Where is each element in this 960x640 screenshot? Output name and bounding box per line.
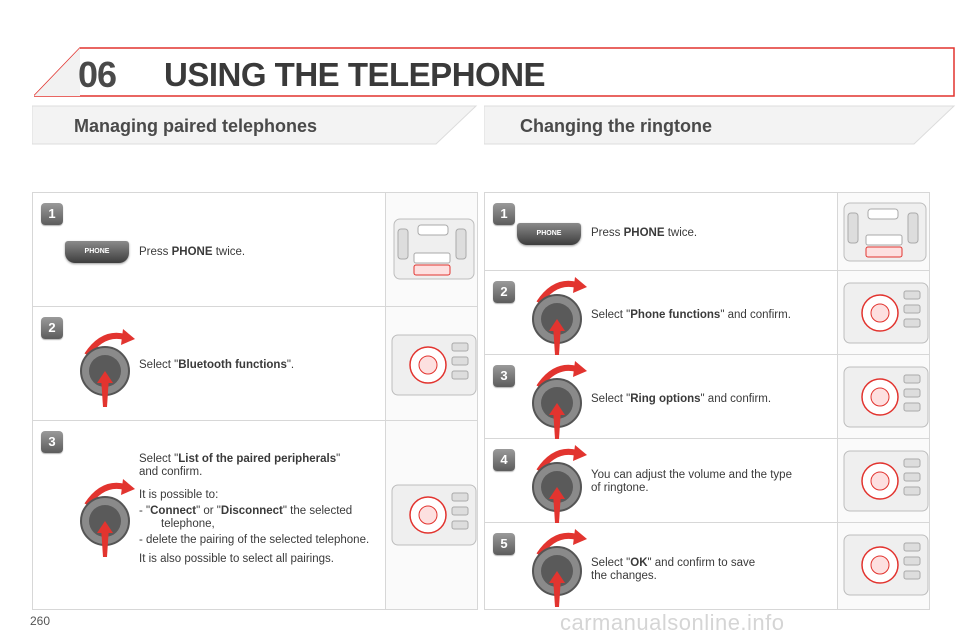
- rotary-knob-icon: [532, 445, 587, 523]
- step-instruction: Select "Phone functions" and confirm.: [591, 309, 791, 321]
- panel-thumbnail-knob: [837, 523, 929, 609]
- section-title-managing: Managing paired telephones: [74, 116, 318, 136]
- left-step-2: 2 Select "Bluetooth functions".: [33, 307, 477, 421]
- chapter-header: 06 USING THE TELEPHONE: [34, 46, 956, 102]
- chapter-header-frame: [34, 47, 955, 97]
- step-instruction: Select "OK" and confirm to save the chan…: [591, 557, 756, 582]
- step-number: 2: [41, 317, 63, 339]
- rotary-knob-icon: [532, 529, 587, 607]
- page-number: 260: [30, 614, 51, 628]
- step-number: 3: [41, 431, 63, 453]
- section-header-frame: [32, 105, 478, 145]
- chapter-number: 06: [78, 54, 117, 95]
- section-header-left: Managing paired telephones: [32, 104, 478, 146]
- panel-thumbnail-knob: [837, 439, 929, 522]
- phone-button-icon: PHONE: [65, 241, 129, 263]
- right-steps-panel: 1 PHONE Press PHONE twice. 2: [484, 192, 930, 610]
- step-instruction: You can adjust the volume and the type o…: [591, 469, 792, 494]
- step-number: 3: [493, 365, 515, 387]
- right-step-4: 4 You can adjust the volume and the type…: [485, 439, 929, 523]
- step-instruction: Press PHONE twice.: [139, 246, 246, 258]
- step-instruction: Select "Ring options" and confirm.: [591, 393, 772, 405]
- panel-thumbnail-knob: [837, 271, 929, 354]
- panel-thumbnail-knob: [385, 307, 477, 420]
- section-header-right: Changing the ringtone: [484, 104, 956, 146]
- left-step-1: 1 PHONE Press PHONE twice.: [33, 193, 477, 307]
- step-instruction: Select "List of the paired peripherals" …: [139, 453, 370, 565]
- panel-thumbnail-knob: [385, 421, 477, 609]
- right-step-1: 1 PHONE Press PHONE twice.: [485, 193, 929, 271]
- step-number: 2: [493, 281, 515, 303]
- panel-thumbnail-phone: [837, 193, 929, 270]
- step-number: 4: [493, 449, 515, 471]
- rotary-knob-icon: [80, 479, 135, 557]
- step-instruction: Select "Bluetooth functions".: [139, 359, 295, 371]
- chapter-title: USING THE TELEPHONE: [164, 56, 546, 93]
- section-title-ringtone: Changing the ringtone: [520, 116, 712, 136]
- rotary-knob-icon: [532, 361, 587, 439]
- right-step-5: 5 Select "OK" and confirm to save the ch…: [485, 523, 929, 609]
- phone-button-icon: PHONE: [517, 223, 581, 245]
- rotary-knob-icon: [80, 329, 135, 407]
- step-number: 5: [493, 533, 515, 555]
- left-step-3: 3 Select "List of the paired peripherals…: [33, 421, 477, 609]
- step-number: 1: [493, 203, 515, 225]
- step-number: 1: [41, 203, 63, 225]
- panel-thumbnail-knob: [837, 355, 929, 438]
- right-step-3: 3 Select "Ring options" and confirm.: [485, 355, 929, 439]
- right-step-2: 2 Select "Phone functions" and confirm.: [485, 271, 929, 355]
- section-header-frame: [484, 105, 956, 145]
- panel-thumbnail-phone: [385, 193, 477, 306]
- watermark: carmanualsonline.info: [560, 610, 785, 635]
- left-steps-panel: 1 PHONE Press PHONE twice. 2: [32, 192, 478, 610]
- rotary-knob-icon: [532, 277, 587, 355]
- step-instruction: Press PHONE twice.: [591, 227, 698, 239]
